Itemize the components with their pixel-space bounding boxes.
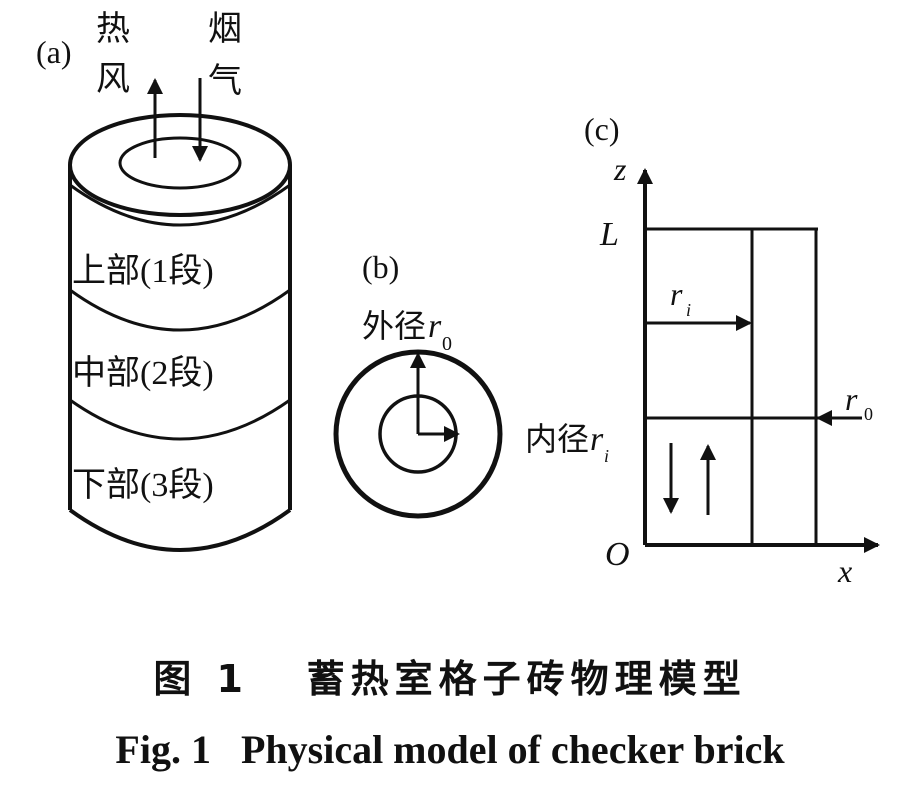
hot-air-label-1: 热	[96, 10, 130, 48]
inner-radius-subscript-c: i	[686, 300, 691, 320]
inner-radius-subscript: i	[604, 446, 609, 466]
caption-english: Fig. 1 Physical model of checker brick	[115, 727, 785, 772]
panel-a-label: (a)	[36, 34, 72, 70]
segment-lower-label: 下部(3段)	[72, 466, 214, 504]
inner-radius-symbol: r	[590, 421, 604, 458]
inner-radius-symbol-c: r	[670, 276, 683, 312]
outer-radius-label: 外径	[362, 308, 426, 344]
flue-gas-label-1: 烟	[208, 11, 242, 48]
outer-radius-subscript: 0	[442, 333, 452, 355]
cylinder-bottom-edge	[68, 508, 292, 552]
outer-radius-subscript-c: 0	[864, 404, 873, 424]
z-axis-label: z	[613, 151, 627, 187]
panel-a: (a) 热 风 烟 气 上部(1段) 中部(2段) 下部(3段)	[36, 10, 292, 552]
cylinder-top-outer	[68, 113, 292, 217]
segment-middle-label: 中部(2段)	[72, 354, 214, 392]
inner-radius-label: 内径	[525, 421, 589, 457]
panel-b: (b) 外径 r 0	[333, 249, 503, 519]
flue-gas-label-2: 气	[208, 62, 242, 100]
length-label: L	[599, 216, 619, 253]
x-axis-label: x	[837, 553, 852, 589]
panel-c-label: (c)	[584, 111, 620, 147]
hot-air-label-2: 风	[96, 61, 130, 98]
segment-upper-label: 上部(1段)	[72, 252, 214, 290]
panel-b-label: (b)	[362, 249, 399, 285]
outer-radius-symbol: r	[428, 308, 442, 345]
caption-chinese: 图 1 蓄热室格子砖物理模型	[153, 657, 747, 701]
cylinder-top-inner	[118, 136, 242, 190]
outer-radius-symbol-c: r	[845, 381, 858, 417]
segment-divider-2-3	[69, 398, 291, 441]
origin-label: O	[605, 536, 630, 573]
panel-c: (c) z x O L r i r 0 内径 r i	[525, 111, 880, 589]
segment-divider-1-2	[69, 288, 291, 332]
segment-divider-top	[69, 183, 291, 227]
